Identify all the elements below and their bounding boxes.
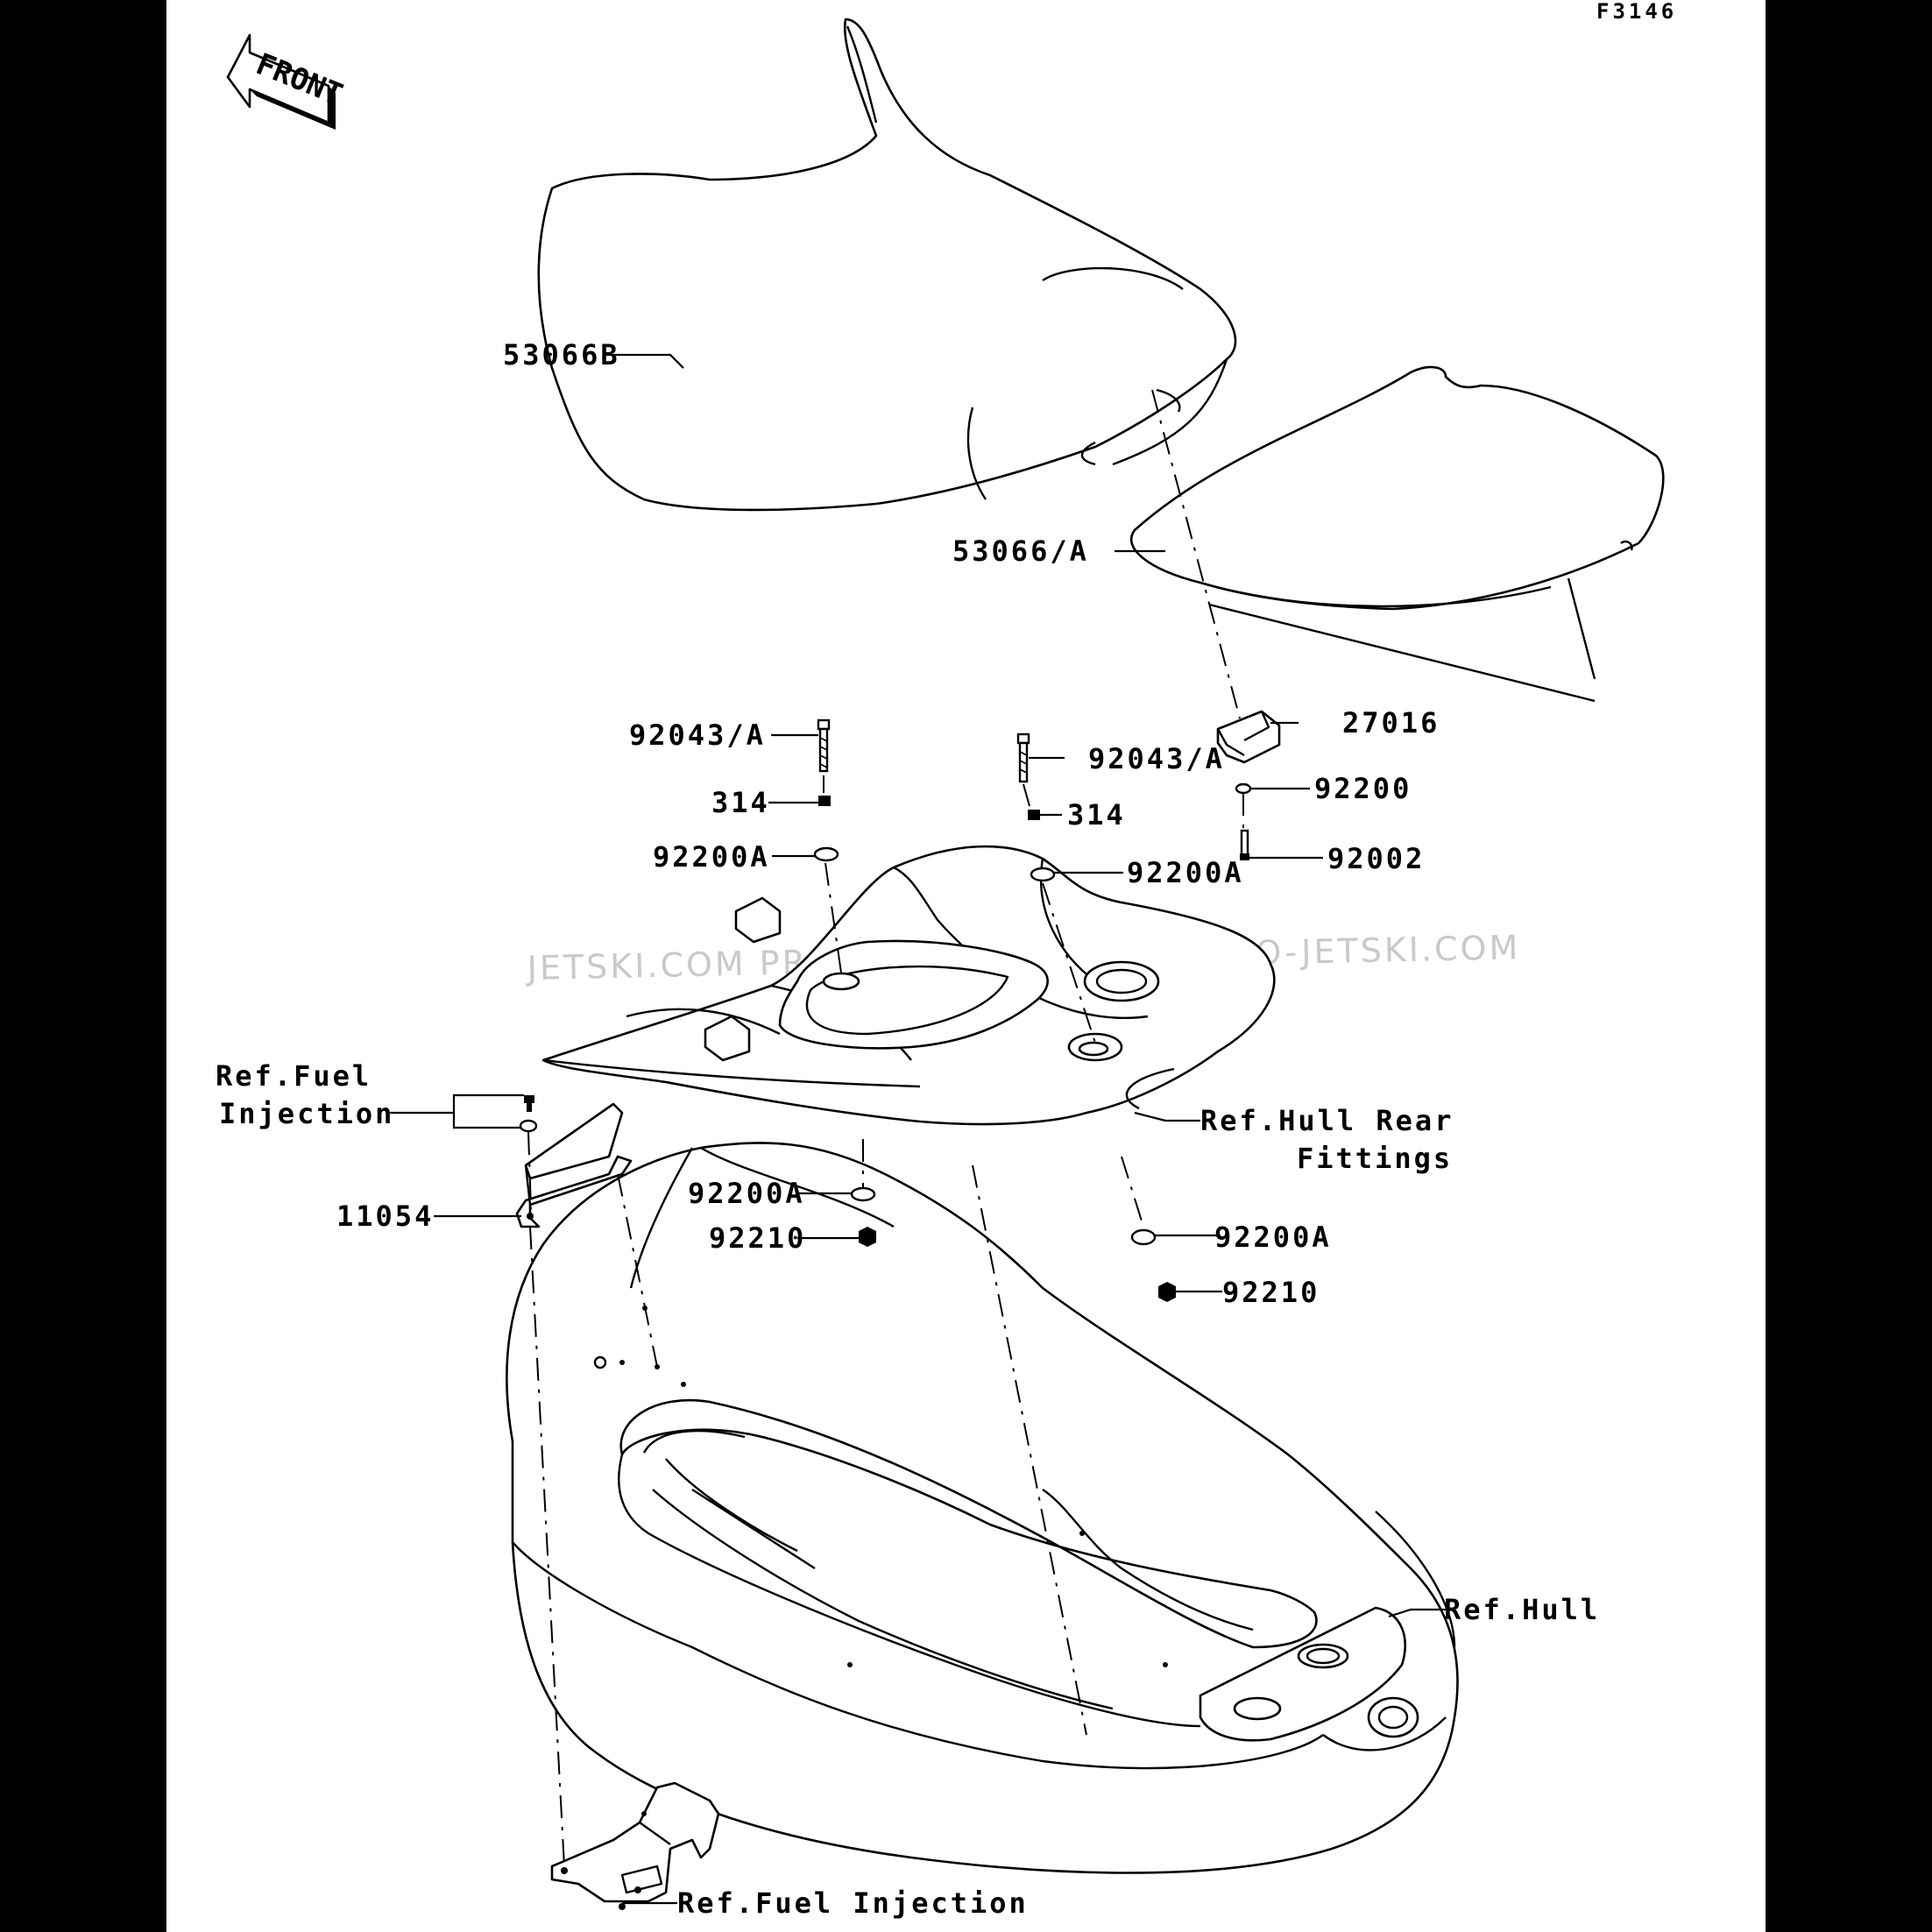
figure-code: F3146 <box>1596 0 1677 24</box>
front-arrow-icon: FRONT <box>226 33 348 130</box>
label-53066b: 53066B <box>503 338 620 372</box>
label-11054: 11054 <box>336 1200 434 1233</box>
label-92002: 92002 <box>1327 842 1425 875</box>
label-92200a-right-top: 92200A <box>1127 856 1244 889</box>
diagram-sheet: F3146 FRONT JETSKI.COM PROMO-JETSKI.COM … <box>166 0 1766 1932</box>
bumper-27016 <box>1216 710 1281 764</box>
washer-92200 <box>1235 782 1252 795</box>
label-314-right: 314 <box>1067 798 1126 832</box>
fuel-injection-bracket <box>550 1781 720 1910</box>
label-ref-hull-rear-line1: Ref.Hull Rear <box>1200 1104 1454 1137</box>
label-27016: 27016 <box>1342 706 1440 740</box>
nut-314-right <box>1028 810 1040 820</box>
label-92200: 92200 <box>1314 772 1412 805</box>
washer-left-bottom <box>850 1186 876 1202</box>
label-ref-fuel-1-line2: Injection <box>219 1097 394 1130</box>
bolt-left <box>817 718 831 773</box>
label-ref-fuel-1-line1: Ref.Fuel <box>216 1059 372 1093</box>
nut-92210-right <box>1158 1282 1176 1302</box>
leader-lines <box>390 353 1446 1905</box>
seat-front <box>537 18 1237 512</box>
ref-fuel-fasteners <box>519 1095 538 1133</box>
screw-92002 <box>1240 829 1249 860</box>
part-labels: 53066B 53066/A 27016 92043/A 92043/A 922… <box>216 338 1600 1920</box>
label-ref-hull: Ref.Hull <box>1444 1593 1600 1626</box>
label-92043a-right: 92043/A <box>1088 742 1225 775</box>
label-314-left: 314 <box>711 786 770 819</box>
nut-92210-left <box>859 1227 876 1247</box>
label-ref-hull-rear-line2: Fittings <box>1297 1142 1453 1175</box>
label-92210-left: 92210 <box>709 1221 806 1255</box>
label-92200a-left-top: 92200A <box>653 840 770 874</box>
parts-diagram: F3146 FRONT JETSKI.COM PROMO-JETSKI.COM … <box>216 0 1677 1920</box>
label-ref-fuel-2: Ref.Fuel Injection <box>677 1886 1029 1920</box>
seat-base <box>541 845 1276 1126</box>
label-92043a-left: 92043/A <box>629 718 766 752</box>
label-92210-right: 92210 <box>1222 1276 1320 1309</box>
washer-right-bottom <box>1130 1228 1157 1246</box>
label-92200a-right-bottom: 92200A <box>1214 1221 1332 1254</box>
washer-right-top <box>1030 867 1056 882</box>
bolt-right <box>1016 732 1030 783</box>
nut-314-left <box>818 796 831 806</box>
washer-left-top <box>813 846 839 862</box>
seat-rear <box>1129 365 1665 703</box>
label-92200a-left-bottom: 92200A <box>688 1177 805 1210</box>
label-53066a: 53066/A <box>952 534 1089 568</box>
center-lines <box>527 389 1244 1867</box>
hull <box>506 1142 1459 1874</box>
